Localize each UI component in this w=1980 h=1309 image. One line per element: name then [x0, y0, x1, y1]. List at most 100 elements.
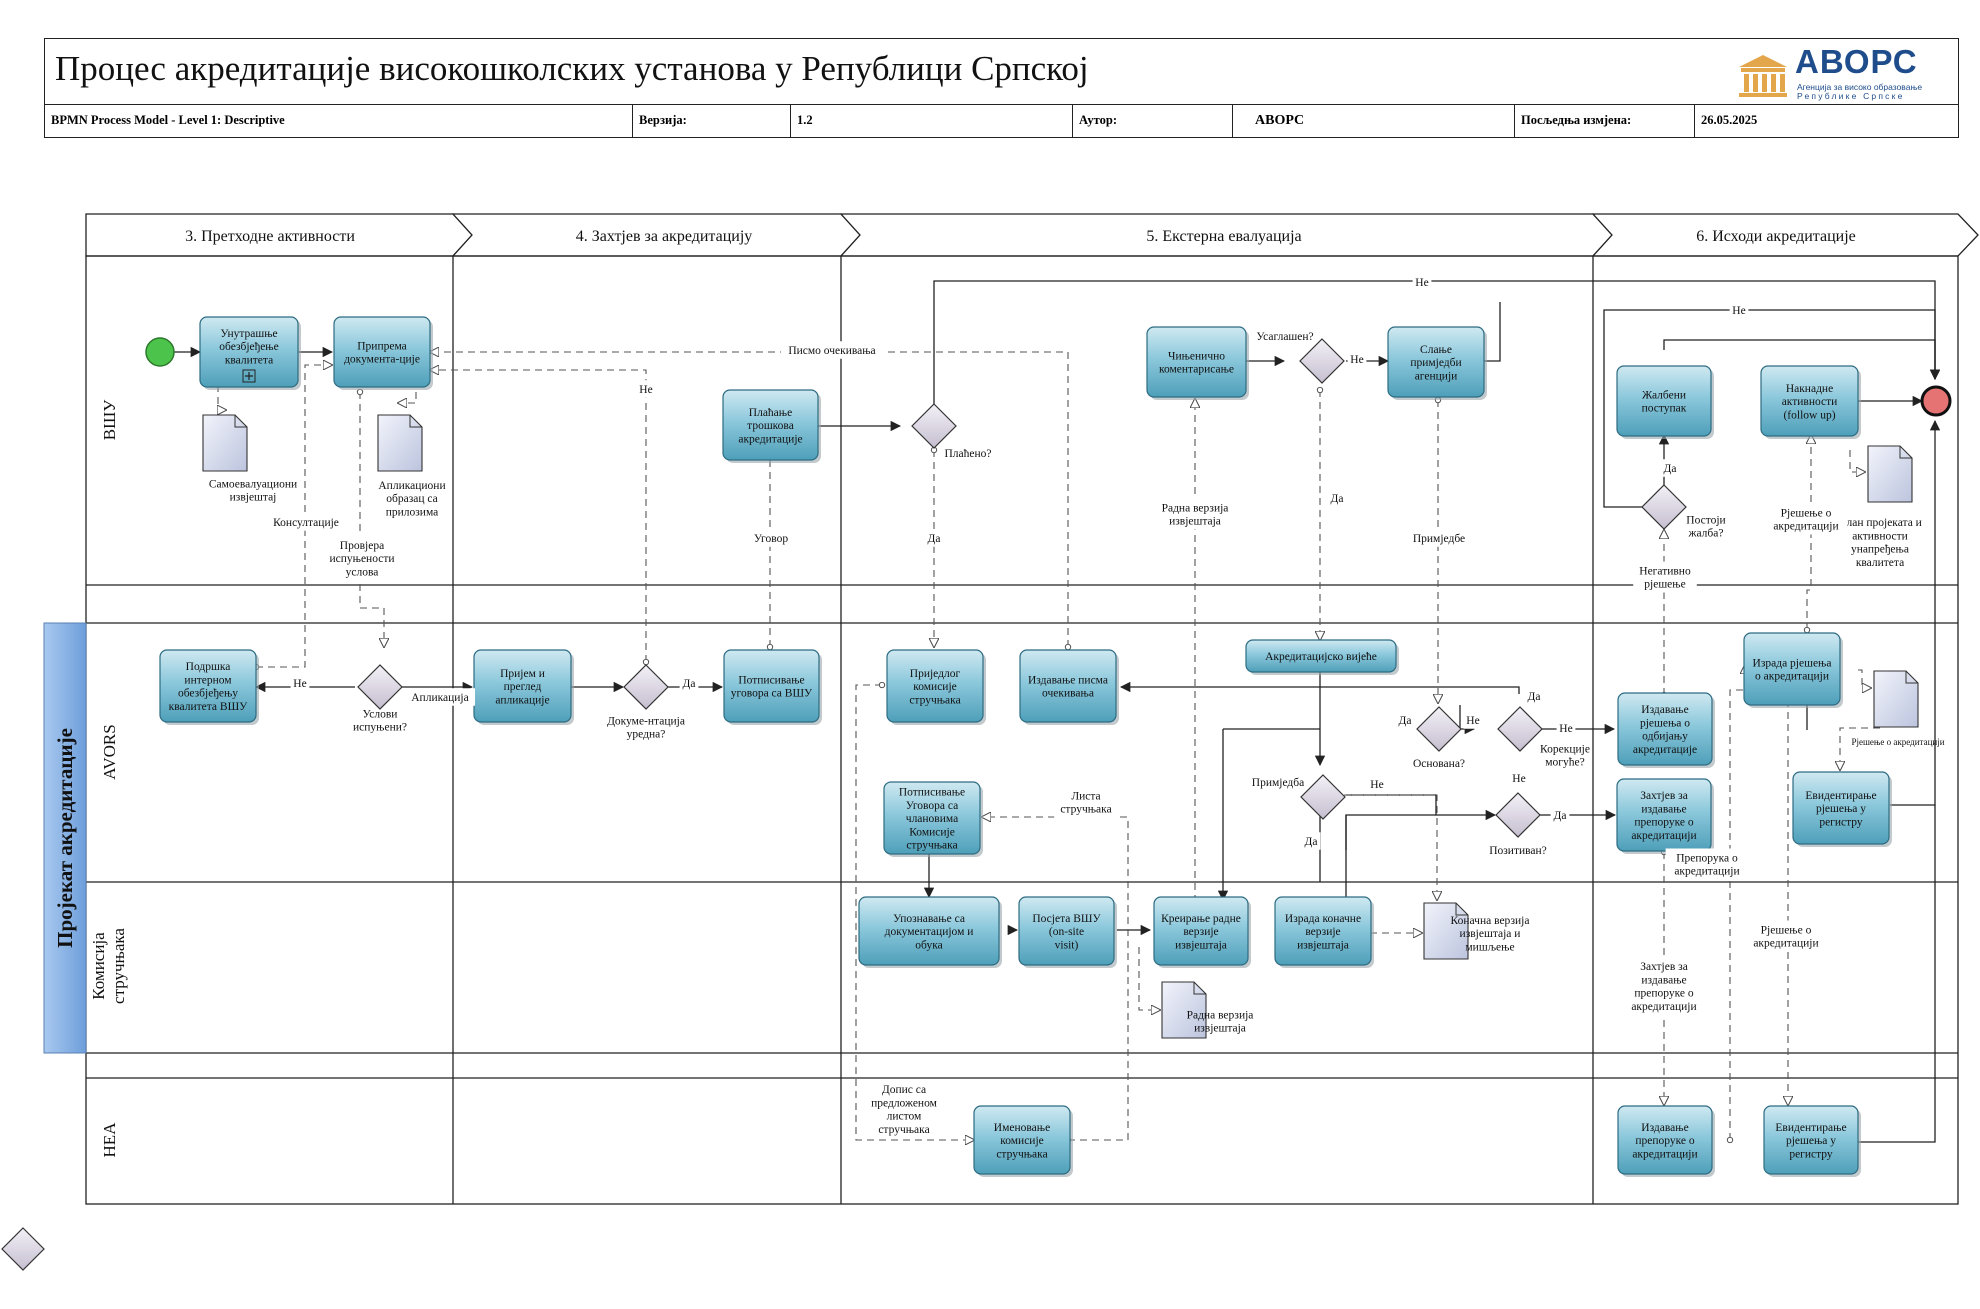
edge-label-text: Да: [1554, 810, 1567, 822]
edge-label-text: Не: [1559, 723, 1572, 735]
edge-label-4: Не: [636, 380, 656, 398]
edge-label-text: Не: [293, 678, 306, 690]
phase-label-6: 6. Исходи акредитације: [1696, 228, 1856, 245]
lane-label-avors: AVORS: [100, 724, 119, 779]
gateway-label: Основана?: [1413, 758, 1465, 770]
end-event: [1920, 385, 1952, 417]
author-label: Аутор:: [1073, 104, 1233, 137]
edge-label-text: Апликација: [411, 692, 468, 704]
gateway-agreed: Усаглашен?: [1256, 331, 1345, 384]
gateway-label: Усаглашен?: [1256, 331, 1313, 343]
edge-label-text: Уговор: [754, 533, 788, 545]
edge-label-text: Да: [1331, 493, 1344, 505]
phase-label-3: 3. Претходне активности: [185, 228, 355, 245]
modified-label: Посљедња измјена:: [1515, 104, 1695, 137]
task-accreditation-council[interactable]: Акредитацијско вијеће: [1245, 639, 1399, 675]
title-box: Процес акредитације високошколских устан…: [44, 38, 1959, 105]
edge-label-text: Не: [1350, 354, 1363, 366]
edge-label-22: Да: [1550, 806, 1570, 824]
legend-gateway-shape: [1, 1227, 45, 1271]
lane-label-vshu: ВШУ: [100, 399, 119, 440]
info-row: BPMN Process Model - Level 1: Descriptiv…: [44, 104, 1959, 138]
author-value: АВОРС: [1233, 104, 1515, 137]
edge-label-text: Не: [1415, 277, 1428, 289]
edge-label-text: Писмо очекивања: [788, 345, 875, 357]
edge-label-2: Не: [290, 674, 310, 692]
logo-subtitle-1: Агенција за високо образовање: [1797, 82, 1923, 92]
edge-label-text: Да: [1305, 836, 1318, 848]
edge-label-3: Апликација: [405, 688, 475, 706]
model-level: BPMN Process Model - Level 1: Descriptiv…: [45, 104, 633, 137]
edge-label-5: Да: [679, 674, 699, 692]
modified-value: 26.05.2025: [1701, 113, 1758, 127]
document-decision-doc: Рјешење о акредитацији: [1851, 670, 1945, 747]
logo: АВОРС Агенција за високо образовање Репу…: [1729, 43, 1944, 101]
edge-label-text: Да: [928, 533, 941, 545]
phase-label-5: 5. Екстерна евалуација: [1146, 228, 1301, 245]
gateway-remark: Примједба: [1252, 774, 1346, 820]
